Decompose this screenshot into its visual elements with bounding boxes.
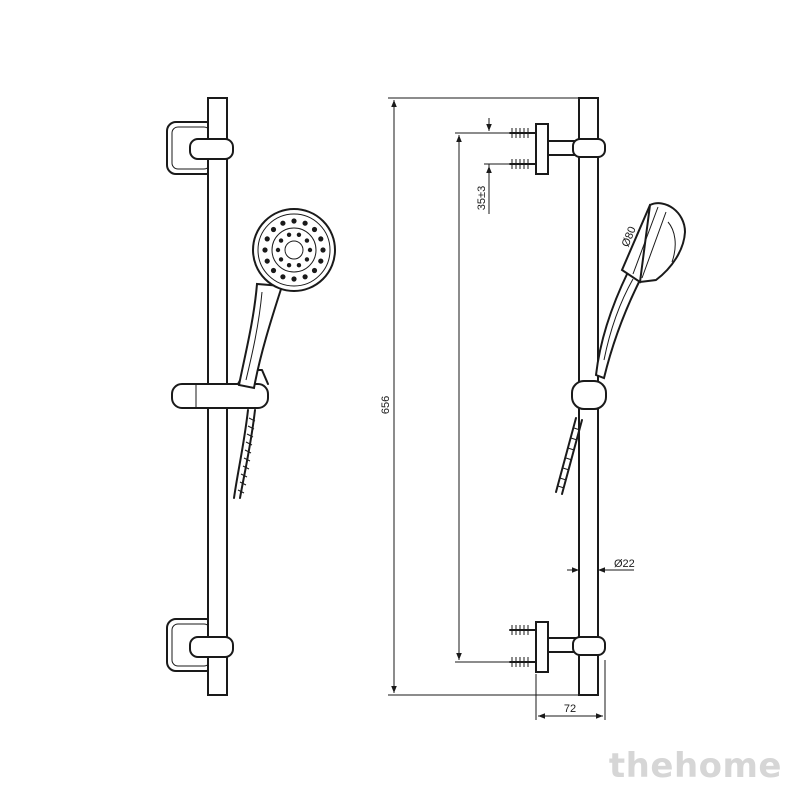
nozzle-dot (302, 274, 308, 280)
dimension-lines: 656 35±3 Ø80 Ø22 72 (380, 97, 639, 720)
side-shower-handle (594, 270, 642, 380)
nozzle-dot (296, 263, 302, 268)
nozzle-dot (264, 236, 270, 242)
side-shower-head (620, 202, 687, 284)
side-view (509, 97, 687, 696)
nozzle-dot (280, 220, 286, 226)
bottom-clamp (189, 636, 234, 658)
nozzle-dot (304, 257, 310, 262)
nozzle-dot (320, 247, 326, 253)
watermark-logo: thehome (608, 746, 782, 786)
nozzle-dot (307, 247, 313, 253)
nozzle-dot (291, 218, 297, 224)
depth-dimension-label: 72 (564, 703, 576, 715)
nozzle-dot (291, 276, 297, 282)
nozzle-dot (318, 236, 324, 242)
side-slider (571, 380, 607, 410)
nozzle-dot (275, 247, 281, 253)
front-hose (233, 409, 256, 499)
nozzle-dot (286, 232, 292, 237)
nozzle-dot (304, 238, 310, 243)
height-dimension-label: 656 (380, 396, 392, 414)
nozzle-dot (318, 258, 324, 264)
bottom-wall-mount (509, 621, 577, 673)
nozzle-dot (296, 232, 302, 237)
nozzle-dot (280, 274, 286, 280)
nozzle-dot (311, 226, 318, 233)
nozzle-dot (278, 257, 284, 262)
nozzle-dot (270, 267, 277, 274)
nozzle-dot (286, 263, 292, 268)
nozzle-dot (311, 267, 318, 274)
top-wall-mount (509, 123, 577, 175)
side-hose (555, 417, 583, 495)
front-shower-handle (237, 282, 284, 390)
rail-diameter-label: Ø22 (614, 558, 635, 570)
nozzle-dot (302, 220, 308, 226)
nozzle-dot (270, 226, 277, 233)
nozzle-dot (264, 258, 270, 264)
front-shower-head (252, 208, 336, 292)
screw-spacing-label: 35±3 (476, 186, 488, 210)
top-clamp (189, 138, 234, 160)
nozzle-dot (278, 238, 284, 243)
nozzle-dot (262, 247, 268, 253)
front-view (166, 97, 336, 696)
